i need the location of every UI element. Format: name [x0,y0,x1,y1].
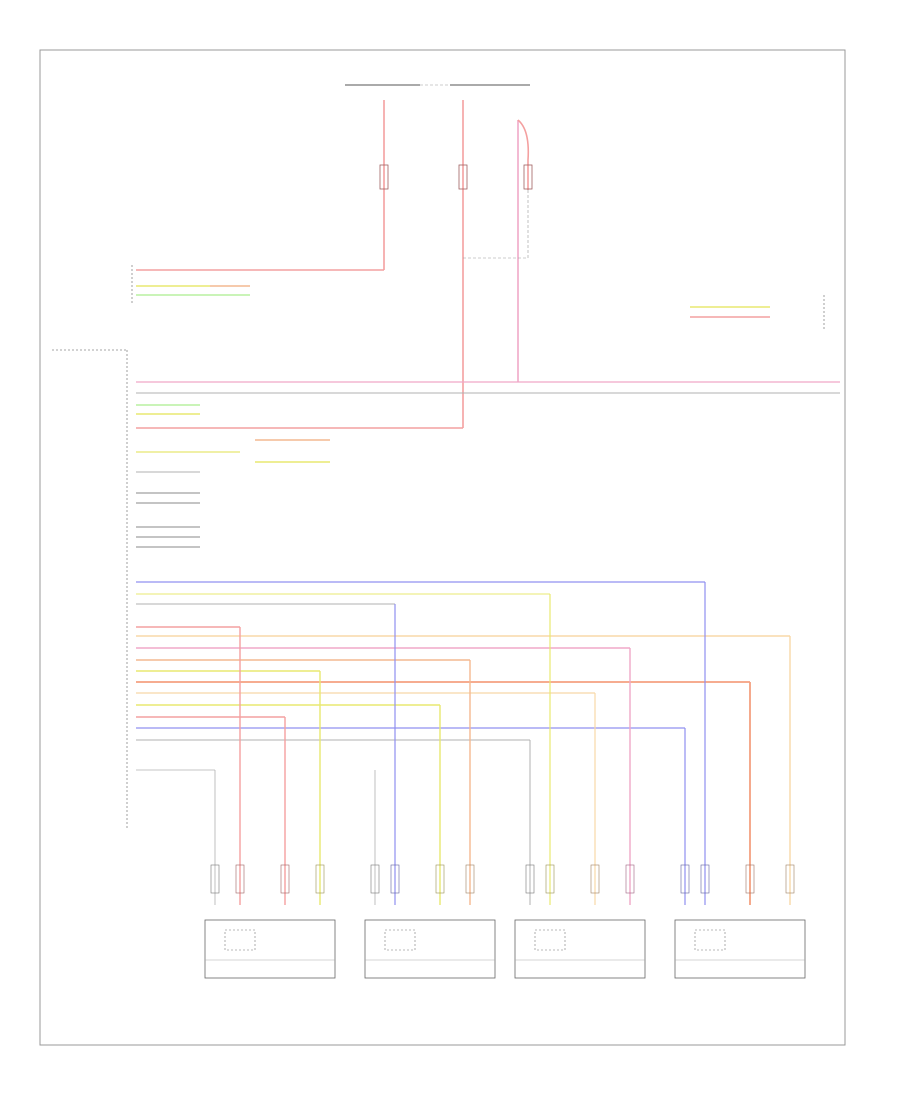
main-harness-wires [136,381,840,548]
fuse-1 [379,164,389,190]
main-connector-strip [52,349,128,830]
sensor-harness-vertical [214,582,791,905]
sensor-connector-pins [210,864,795,894]
actuator-module-1 [204,919,336,979]
actuator-module-4 [674,919,806,979]
fuse-3 [523,164,533,190]
fuse-feed-wires [383,100,530,428]
sensor-harness-horizontal [136,581,790,771]
fuse-2 [458,164,468,190]
actuator-module-2 [364,919,496,979]
diagram-border [39,49,846,1046]
actuator-module-3 [514,919,646,979]
fuse-symbols [379,164,533,259]
upper-right-connector [690,295,825,330]
upper-left-connector [131,265,384,305]
